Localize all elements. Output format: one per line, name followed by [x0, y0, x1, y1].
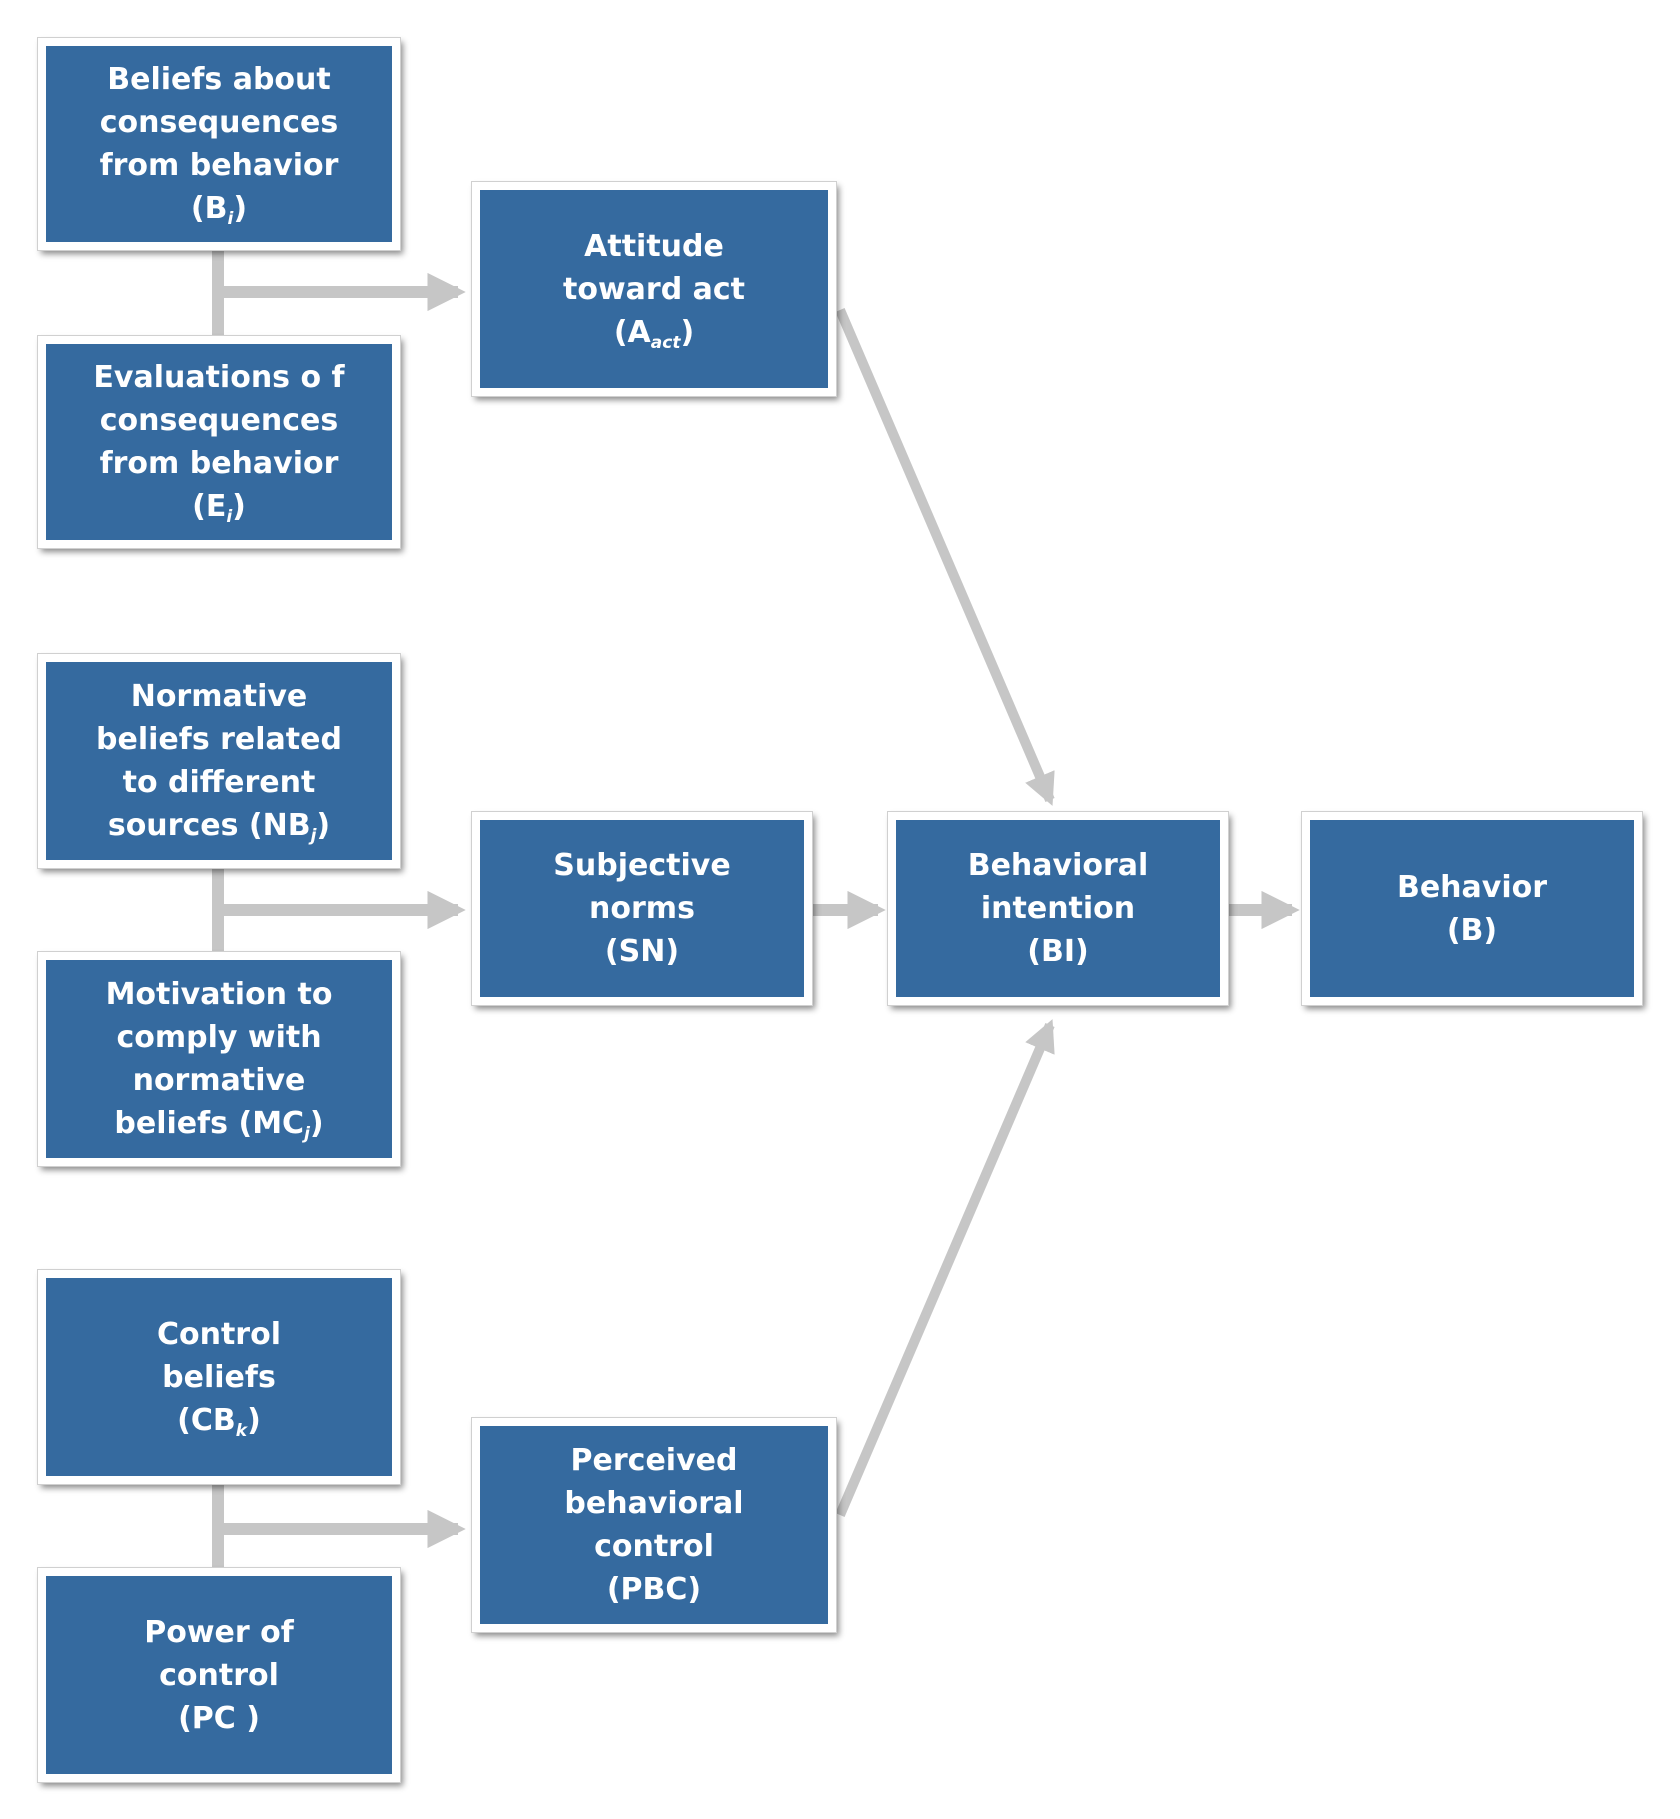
arrow-attitude-to-intention: [835, 308, 1055, 806]
label-subscript: i: [226, 507, 233, 527]
label-subscript: j: [310, 826, 317, 846]
box-beliefs-consequences: Beliefs about consequences from behavior (B…: [37, 37, 401, 251]
label-line: Control: [156, 1316, 281, 1352]
label-text: ): [233, 191, 248, 226]
box-power-control: Power of control (PC ): [37, 1567, 401, 1783]
label-line: Evaluations o f: [93, 360, 345, 395]
label-line: Motivation to: [105, 977, 333, 1012]
box-evaluations-consequences: Evaluations o f consequences from behavior…: [37, 335, 401, 549]
label-line: beliefs related: [96, 722, 342, 757]
label-line-with-subscript: (Aact): [563, 311, 745, 354]
label-subscript: j: [304, 1124, 310, 1144]
label-text: (CB: [177, 1402, 236, 1438]
box-control-beliefs: Control beliefs (CBk): [37, 1269, 401, 1485]
label-text: ): [232, 489, 246, 524]
label-text: beliefs (MC: [114, 1106, 305, 1141]
label-line: comply with: [116, 1020, 322, 1055]
label-line: control: [594, 1529, 714, 1564]
label-line: Subjective: [553, 848, 731, 883]
label-line-with-subscript: (CBk): [157, 1399, 281, 1442]
box-behavior-label: Behavior (B): [1387, 866, 1557, 952]
label-text: ): [680, 314, 695, 350]
label-line-with-subscript: (Ei): [93, 485, 344, 528]
label-text: (E: [192, 489, 227, 524]
label-line: toward act: [563, 271, 745, 307]
label-line: Perceived: [570, 1443, 738, 1478]
arrow-pbc-to-intention: [835, 1019, 1055, 1517]
label-line: Attitude: [584, 228, 724, 264]
label-line: intention: [980, 891, 1136, 926]
label-line: (B): [1446, 912, 1498, 948]
label-text: (B: [190, 191, 228, 226]
label-line: (PC ): [178, 1700, 260, 1736]
label-text: ): [316, 808, 331, 843]
label-text: ): [309, 1106, 324, 1141]
box-beliefs-consequences-label: Beliefs about consequences from behavior (B…: [90, 58, 349, 230]
label-line: behavioral: [564, 1486, 744, 1521]
label-line: from behavior: [99, 446, 339, 481]
label-line: (SN): [604, 934, 680, 969]
box-perceived-control: Perceived behavioral control (PBC): [471, 1417, 837, 1633]
label-line: (PBC): [606, 1572, 702, 1607]
label-line: Behavior: [1396, 869, 1548, 905]
label-line: consequences: [99, 105, 339, 140]
box-normative-beliefs-label: Normative beliefs related to different sour…: [86, 675, 352, 847]
label-line: to different: [122, 765, 316, 800]
label-line: normative: [132, 1063, 306, 1098]
box-perceived-control-label: Perceived behavioral control (PBC): [554, 1439, 753, 1611]
box-attitude: Attitude toward act (Aact): [471, 181, 837, 397]
box-motivation-comply-label: Motivation to comply with normative beliefs…: [96, 973, 343, 1145]
box-normative-beliefs: Normative beliefs related to different sour…: [37, 653, 401, 869]
label-line-with-subscript: sources (NBj): [96, 804, 342, 847]
label-text: (A: [613, 314, 651, 350]
box-subjective-norms-label: Subjective norms (SN): [543, 844, 740, 973]
box-behavioral-intention-label: Behavioral intention (BI): [958, 844, 1159, 973]
label-subscript: i: [227, 209, 234, 229]
label-line: control: [159, 1657, 279, 1693]
label-line-with-subscript: beliefs (MCj): [106, 1102, 333, 1145]
box-evaluations-consequences-label: Evaluations o f consequences from behavior…: [83, 356, 354, 528]
box-attitude-label: Attitude toward act (Aact): [553, 225, 755, 354]
label-line: from behavior: [99, 148, 339, 183]
label-line: Power of: [144, 1614, 294, 1650]
box-control-beliefs-label: Control beliefs (CBk): [147, 1313, 291, 1442]
box-power-control-label: Power of control (PC ): [134, 1611, 304, 1740]
box-motivation-comply: Motivation to comply with normative beliefs…: [37, 951, 401, 1167]
label-line: Beliefs about: [107, 62, 331, 97]
box-subjective-norms: Subjective norms (SN): [471, 811, 813, 1006]
box-behavioral-intention: Behavioral intention (BI): [887, 811, 1229, 1006]
label-line: Behavioral: [967, 848, 1149, 883]
label-text: ): [247, 1402, 261, 1438]
label-line: beliefs: [162, 1359, 276, 1395]
label-line: (BI): [1027, 934, 1089, 969]
label-subscript: k: [235, 1420, 248, 1441]
label-line: norms: [589, 891, 695, 926]
label-subscript: act: [650, 332, 681, 353]
label-line: Normative: [130, 679, 308, 714]
box-behavior: Behavior (B): [1301, 811, 1643, 1006]
label-text: sources (NB: [107, 808, 311, 843]
label-line: consequences: [99, 403, 339, 438]
label-line-with-subscript: (Bi): [100, 187, 339, 230]
